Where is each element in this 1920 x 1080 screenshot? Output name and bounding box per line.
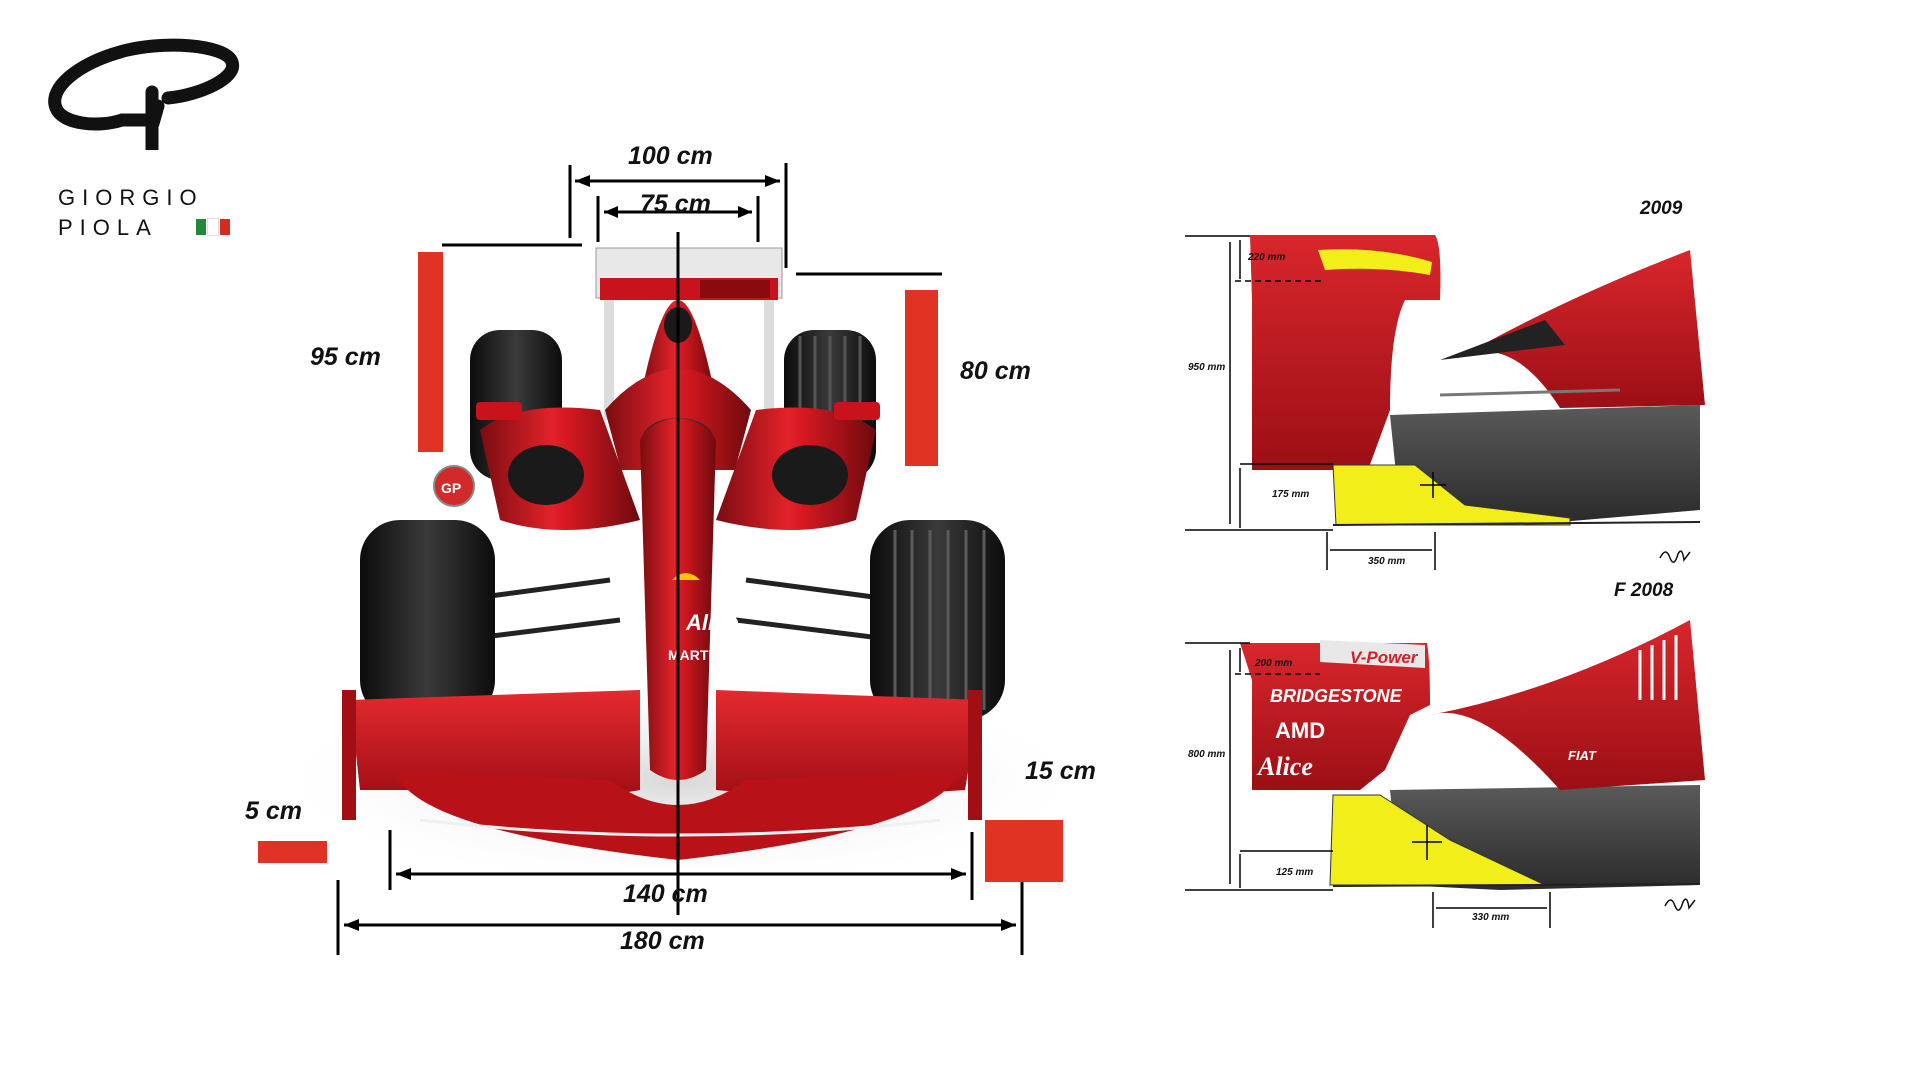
title-2009: 2009 <box>1640 198 1683 219</box>
dim-2008-upper: 200 mm <box>1255 658 1293 669</box>
dim-2008-length: 330 mm <box>1472 912 1510 923</box>
dim-left-height: 95 cm <box>310 343 381 371</box>
side-view-2009 <box>1250 235 1705 526</box>
logo-line-giorgio: GIORGIO <box>58 185 204 210</box>
title-2008: F 2008 <box>1614 580 1674 601</box>
dim-rear-wing-inner: 75 cm <box>640 190 711 218</box>
dimension-arrows <box>344 175 1016 931</box>
flag-green <box>196 219 206 235</box>
right-mirror <box>834 402 880 420</box>
watermark-text: GP <box>441 480 461 496</box>
flag-red <box>220 219 230 235</box>
sponsor-alice: Alice <box>1258 752 1313 781</box>
dim-2009-lower: 175 mm <box>1272 489 1310 500</box>
front-right-tread <box>893 530 986 710</box>
dim-front-wing-2009: 140 cm <box>623 880 708 908</box>
dims-2008 <box>1185 642 1551 928</box>
dim-rear-wing-outer: 100 cm <box>628 142 713 170</box>
side-view-2008 <box>1240 620 1705 890</box>
endplate-bar-right <box>985 820 1063 882</box>
dim-left-endplate: 5 cm <box>245 797 302 825</box>
nose-sponsor: Alice <box>685 610 739 635</box>
sponsor-amd: AMD <box>1275 718 1326 743</box>
dim-right-endplate: 15 cm <box>1025 757 1096 785</box>
dimension-lines <box>336 163 1024 955</box>
left-mirror <box>476 402 522 420</box>
dims-2009 <box>1185 235 1436 570</box>
dim-right-height: 80 cm <box>960 357 1031 385</box>
gp-watermark: GP <box>433 465 475 507</box>
gp-emblem-icon <box>48 38 239 150</box>
height-bar-right <box>905 290 938 466</box>
sidepod-stripes <box>1638 635 1678 700</box>
sponsor-fiat: FIAT <box>1568 748 1596 763</box>
dim-2009-total: 950 mm <box>1188 362 1226 373</box>
front-left-tyre <box>360 520 495 720</box>
dim-2008-lower: 125 mm <box>1276 867 1314 878</box>
height-bar-left <box>418 252 443 452</box>
sponsor-vpower: V-Power <box>1350 648 1418 667</box>
dim-2009-upper: 220 mm <box>1248 252 1286 263</box>
dim-2009-length: 350 mm <box>1368 556 1406 567</box>
sponsor-bridgestone: BRIDGESTONE <box>1270 686 1402 706</box>
rear-wing <box>595 247 783 420</box>
nose-sponsor-2: MARTINI <box>668 647 726 663</box>
front-right-tyre <box>870 520 1005 720</box>
dim-front-wing-2008: 180 cm <box>620 927 705 955</box>
flag-white <box>207 218 219 236</box>
endplate-bar-left <box>258 841 327 863</box>
logo-line-piola: PIOLA <box>58 215 158 240</box>
dim-2008-total: 800 mm <box>1188 749 1226 760</box>
